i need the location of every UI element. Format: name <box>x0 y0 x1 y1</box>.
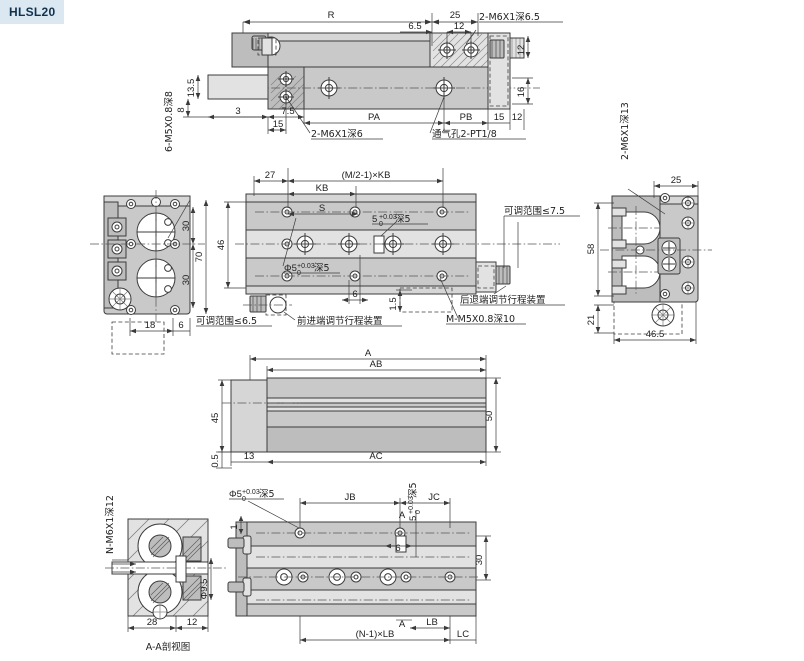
dim-46: 46 <box>216 240 227 251</box>
dim-6-front: 6 <box>352 289 357 300</box>
dim-21: 21 <box>586 315 597 326</box>
dim-0point5: 0.5 <box>210 454 221 467</box>
svg-text:0: 0 <box>379 221 383 228</box>
callout-vent-hole: 通气孔2-PT1/8 <box>432 128 497 140</box>
dim-6-left: 6 <box>178 320 183 331</box>
dim-n-minus1-lb: (N-1)×LB <box>356 629 395 640</box>
dim-8: 8 <box>176 107 187 112</box>
callout-m6x1-depth12: N-M6X1深12 <box>105 495 116 554</box>
top-plan-view: R 25 6.5 12 <box>176 10 563 140</box>
dim-m-half-minus1-kb: (M/2-1)×KB <box>342 170 391 181</box>
svg-text:5: 5 <box>408 516 419 521</box>
dim-46point5: 46.5 <box>646 329 665 340</box>
dim-30-upper: 30 <box>181 221 192 232</box>
dim-A: A <box>365 348 372 359</box>
callout-m6x1-depth6point5: 2-M6X1深6.5 <box>479 12 540 23</box>
svg-text:0: 0 <box>415 510 422 514</box>
callout-m6x1-depth13: 2-M6X1深13 <box>620 102 631 160</box>
dim-7point5: 7.5 <box>281 106 294 117</box>
dim-18: 18 <box>145 320 156 331</box>
right-end-view: 25 58 21 <box>586 102 712 344</box>
dim-15-small: 15 <box>273 119 284 130</box>
dim-AC: AC <box>369 451 382 462</box>
svg-text:+0.03: +0.03 <box>297 263 315 270</box>
dim-12-bottom: 12 <box>512 112 523 123</box>
svg-text:+0.03: +0.03 <box>408 496 415 514</box>
svg-text:0: 0 <box>297 270 301 277</box>
dim-50: 50 <box>484 411 495 422</box>
label-adjust-range-6point5: 可调范围≤6.5 <box>196 315 257 327</box>
dim-27: 27 <box>265 170 276 181</box>
dim-13point5: 13.5 <box>186 79 197 98</box>
dim-AB: AB <box>370 359 383 370</box>
dim-3: 3 <box>235 106 240 117</box>
callout-m5x08-depth10: M-M5X0.8深10 <box>446 314 515 325</box>
dim-12-section: 12 <box>187 617 198 628</box>
section-a-a-view: Φ9.5 N-M6X1深12 28 12 A-A剖视图 <box>105 495 228 653</box>
label-forward-stroke-adjuster: 前进端调节行程装置 <box>297 315 383 327</box>
front-plan-view: 27 (M/2-1)×KB KB <box>216 168 580 327</box>
callout-phi5-depth5-bottom: Φ5 +0.03 0 深5 <box>229 489 275 503</box>
dim-1point5: 1.5 <box>388 297 399 310</box>
svg-text:深5: 深5 <box>408 482 419 498</box>
label-adjust-range-7point5: 可调范围≤7.5 <box>504 205 565 217</box>
dim-25-right: 25 <box>671 175 682 186</box>
dim-12-top: 12 <box>454 21 465 32</box>
dim-30-bottom: 30 <box>474 555 485 566</box>
dim-S: S <box>319 203 325 214</box>
dim-13: 13 <box>244 451 255 462</box>
dim-28: 28 <box>147 617 158 628</box>
callout-m5x08-depth8: 6-M5X0.8深8 <box>164 91 175 152</box>
dim-30-lower: 30 <box>181 275 192 286</box>
callout-m6x1-depth6: 2-M6X1深6 <box>311 129 363 140</box>
callout-fit5-depth5-bottom: 5 +0.03 0 深5 <box>408 482 422 521</box>
dim-PA: PA <box>368 112 381 123</box>
side-elevation-view: A AB AC 45 <box>210 348 501 469</box>
svg-text:深5: 深5 <box>314 263 330 274</box>
svg-text:+0.03: +0.03 <box>242 489 260 496</box>
dim-6point5: 6.5 <box>408 21 421 32</box>
label-return-stroke-adjuster: 后退端调节行程装置 <box>460 294 546 306</box>
left-end-view: 70 30 30 6-M5X0.8深8 <box>90 91 272 355</box>
dim-KB: KB <box>316 183 329 194</box>
dim-45: 45 <box>210 413 221 424</box>
dim-12-right: 12 <box>516 45 527 56</box>
dim-70: 70 <box>194 252 205 263</box>
dim-1: 1 <box>229 524 240 529</box>
section-title: A-A剖视图 <box>146 641 191 653</box>
dim-PB: PB <box>460 112 473 123</box>
dim-6-bottom: 6 <box>395 543 400 554</box>
section-mark-A-bottom: A <box>399 619 406 630</box>
dim-25-top: 25 <box>450 10 461 21</box>
svg-text:5: 5 <box>372 214 377 225</box>
svg-text:+0.03: +0.03 <box>379 214 397 221</box>
svg-text:深5: 深5 <box>395 214 411 225</box>
dim-phi9point5: Φ9.5 <box>199 579 210 600</box>
dim-R: R <box>328 10 335 21</box>
callout-fit5-depth5: 5 +0.03 0 深5 <box>372 214 411 228</box>
dim-LB: LB <box>426 617 438 628</box>
section-mark-A-top: A <box>399 510 406 521</box>
dim-LC: LC <box>457 629 469 640</box>
bottom-plan-view: JB JC Φ5 +0.03 0 深5 5 +0.03 0 <box>227 482 491 644</box>
dim-JB: JB <box>344 492 355 503</box>
callout-phi5-depth5: Φ5 +0.03 0 深5 <box>284 263 330 277</box>
svg-text:Φ5: Φ5 <box>229 489 242 500</box>
svg-text:深5: 深5 <box>259 489 275 500</box>
svg-text:0: 0 <box>242 496 246 503</box>
dim-58: 58 <box>586 244 597 255</box>
dim-15-top: 15 <box>494 112 505 123</box>
model-tag: HLSL20 <box>0 0 65 24</box>
dim-JC: JC <box>428 492 440 503</box>
svg-text:Φ5: Φ5 <box>284 263 297 274</box>
dim-16-right: 16 <box>516 87 527 98</box>
